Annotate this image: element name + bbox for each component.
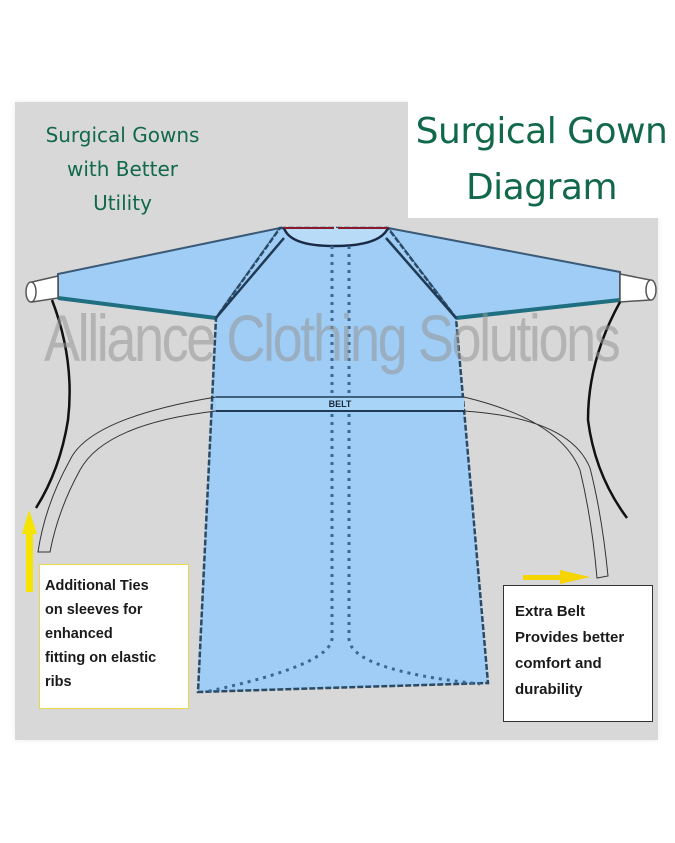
subtitle-line-1: Surgical Gowns (45, 123, 200, 147)
right-sleeve-tie (586, 301, 629, 519)
left-sleeve-tie (34, 299, 71, 509)
belt-label: BELT (328, 399, 352, 409)
right-cuff (619, 273, 657, 303)
callout-line: ribs (45, 674, 72, 690)
subtitle: Surgical Gowns with Better Utility (20, 118, 225, 220)
diagram-title: Surgical Gown Diagram (408, 104, 675, 216)
title-line-2: Diagram (465, 167, 618, 208)
left-belt-strap (37, 396, 217, 553)
subtitle-line-2: with Better (66, 157, 179, 181)
collar (282, 227, 390, 248)
callout-line: on sleeves for (45, 602, 143, 618)
callout-line: Provides better (515, 629, 625, 646)
right-belt-strap (463, 396, 609, 579)
title-line-1: Surgical Gown (415, 111, 668, 152)
callout-sleeve-ties: Additional Ties on sleeves for enhanced … (39, 564, 189, 709)
callout-line: comfort and (515, 655, 602, 672)
title-box (408, 98, 675, 218)
belt-band (216, 397, 464, 411)
left-cuff (25, 275, 59, 303)
callout-line: Extra Belt (515, 603, 586, 620)
callout-extra-belt: Extra Belt Provides better comfort and d… (503, 585, 653, 722)
callout-line: Additional Ties (45, 578, 149, 594)
callout-line: durability (515, 681, 583, 698)
watermark: Alliance Clothing Solutions (44, 301, 621, 375)
subtitle-line-3: Utility (93, 191, 152, 215)
callout-line: fitting on elastic (45, 650, 157, 666)
arrow-right-icon (523, 570, 590, 584)
callout-line: enhanced (45, 626, 113, 642)
arrow-up-icon (22, 510, 37, 592)
